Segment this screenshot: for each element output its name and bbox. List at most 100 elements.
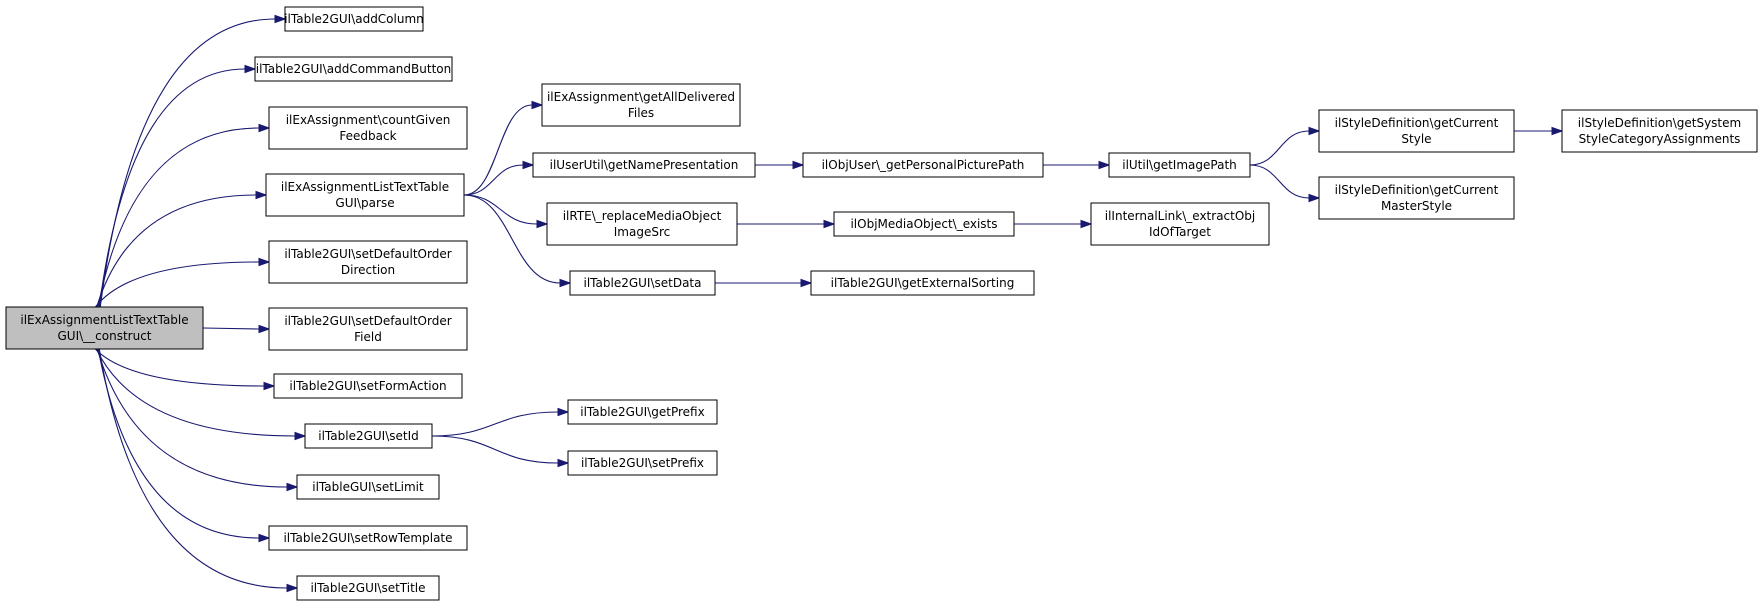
arrowhead-icon xyxy=(258,123,271,133)
arrowhead-icon xyxy=(1551,126,1564,136)
arrowhead-icon xyxy=(557,458,570,468)
edge-setId-to-setPrefix xyxy=(431,435,570,468)
edge-line xyxy=(1249,164,1310,199)
node-addCommandButton[interactable]: ilTable2GUI\addCommandButton xyxy=(254,56,453,82)
node-setFormAction[interactable]: ilTable2GUI\setFormAction xyxy=(273,373,463,399)
edge-line xyxy=(96,194,257,308)
arrowhead-icon xyxy=(258,533,271,543)
node-box xyxy=(1090,202,1270,246)
node-exists[interactable]: ilObjMediaObject\_exists xyxy=(833,211,1015,237)
node-label: Direction xyxy=(341,263,395,277)
node-setData[interactable]: ilTable2GUI\setData xyxy=(569,270,716,296)
edge-setId-to-getPrefix xyxy=(431,407,570,437)
node-label: ilUtil\getImagePath xyxy=(1122,158,1237,172)
node-box xyxy=(268,240,468,284)
node-setTitle[interactable]: ilTable2GUI\setTitle xyxy=(296,575,440,601)
node-label: GUI\__construct xyxy=(57,329,151,343)
edge-line xyxy=(1249,130,1310,166)
edge-line xyxy=(95,348,296,437)
arrowhead-icon xyxy=(1080,219,1093,229)
node-box xyxy=(541,83,741,127)
arrowhead-icon xyxy=(294,431,307,441)
node-label: ilTableGUI\setLimit xyxy=(312,480,424,494)
edge-parse-to-getNamePresentation xyxy=(463,160,535,196)
node-box xyxy=(273,373,463,399)
node-label: ilTable2GUI\setDefaultOrder xyxy=(284,314,451,328)
node-box xyxy=(1318,109,1515,153)
node-setPrefix[interactable]: ilTable2GUI\setPrefix xyxy=(567,450,718,476)
node-construct[interactable]: ilExAssignmentListTextTableGUI\__constru… xyxy=(5,306,204,350)
arrowhead-icon xyxy=(286,482,299,492)
arrowhead-icon xyxy=(557,407,570,417)
arrowhead-icon xyxy=(800,278,813,288)
node-box xyxy=(567,399,718,425)
arrowhead-icon xyxy=(559,278,572,288)
node-label: ilTable2GUI\getPrefix xyxy=(580,405,704,419)
edge-construct-to-setDefaultOrderField xyxy=(202,324,271,334)
edge-line xyxy=(463,104,533,196)
arrowhead-icon xyxy=(1308,126,1321,136)
node-box xyxy=(304,423,433,449)
node-label: MasterStyle xyxy=(1381,199,1452,213)
arrowhead-icon xyxy=(263,381,276,391)
arrowhead-icon xyxy=(1308,193,1321,203)
node-label: ilExAssignment\countGiven xyxy=(286,113,451,127)
node-box xyxy=(546,202,738,246)
node-getSystemStyleCategoryAssignments[interactable]: ilStyleDefinition\getSystemStyleCategory… xyxy=(1561,109,1758,153)
node-getPrefix[interactable]: ilTable2GUI\getPrefix xyxy=(567,399,718,425)
arrowhead-icon xyxy=(274,14,287,24)
node-label: ilStyleDefinition\getSystem xyxy=(1578,116,1741,130)
edge-line xyxy=(94,261,260,308)
arrowhead-icon xyxy=(1098,160,1111,170)
edge-line xyxy=(202,327,260,330)
edge-line xyxy=(431,435,559,464)
edge-getImagePath-to-getCurrentMasterStyle xyxy=(1249,164,1321,203)
edges-layer xyxy=(94,14,1564,593)
node-label: ilRTE\_replaceMediaObject xyxy=(563,209,722,223)
edge-line xyxy=(431,411,559,437)
node-label: ilTable2GUI\setRowTemplate xyxy=(283,531,452,545)
node-label: ilTable2GUI\setFormAction xyxy=(289,379,446,393)
node-label: StyleCategoryAssignments xyxy=(1579,132,1741,146)
edge-line xyxy=(98,348,288,589)
edge-line xyxy=(94,348,265,387)
node-addColumn[interactable]: ilTable2GUI\addColumn xyxy=(284,6,424,32)
edge-construct-to-setRowTemplate xyxy=(97,348,271,543)
node-label: Style xyxy=(1401,132,1431,146)
node-setRowTemplate[interactable]: ilTable2GUI\setRowTemplate xyxy=(268,525,468,551)
node-getPersonalPicturePath[interactable]: ilObjUser\_getPersonalPicturePath xyxy=(802,152,1044,178)
node-label: Feedback xyxy=(339,129,396,143)
arrowhead-icon xyxy=(792,160,805,170)
node-label: ilTable2GUI\setTitle xyxy=(310,581,425,595)
node-label: ilTable2GUI\addColumn xyxy=(284,12,424,26)
node-getImagePath[interactable]: ilUtil\getImagePath xyxy=(1108,152,1251,178)
node-getNamePresentation[interactable]: ilUserUtil\getNamePresentation xyxy=(532,152,756,178)
node-label: ilInternalLink\_extractObj xyxy=(1105,209,1256,223)
node-box xyxy=(833,211,1015,237)
arrowhead-icon xyxy=(244,64,257,74)
edge-line xyxy=(463,194,561,284)
node-label: ilTable2GUI\setData xyxy=(584,276,702,290)
node-getExternalSorting[interactable]: ilTable2GUI\getExternalSorting xyxy=(810,270,1035,296)
node-label: ilObjMediaObject\_exists xyxy=(850,217,997,231)
node-label: ilTable2GUI\setPrefix xyxy=(581,456,704,470)
node-label: ilStyleDefinition\getCurrent xyxy=(1335,116,1499,130)
arrowhead-icon xyxy=(258,324,271,334)
node-setLimit[interactable]: ilTableGUI\setLimit xyxy=(296,474,440,500)
arrowhead-icon xyxy=(522,160,535,170)
node-box xyxy=(802,152,1044,178)
node-box xyxy=(296,474,440,500)
node-box xyxy=(284,6,424,32)
node-label: ilTable2GUI\addCommandButton xyxy=(256,62,451,76)
node-setId[interactable]: ilTable2GUI\setId xyxy=(304,423,433,449)
